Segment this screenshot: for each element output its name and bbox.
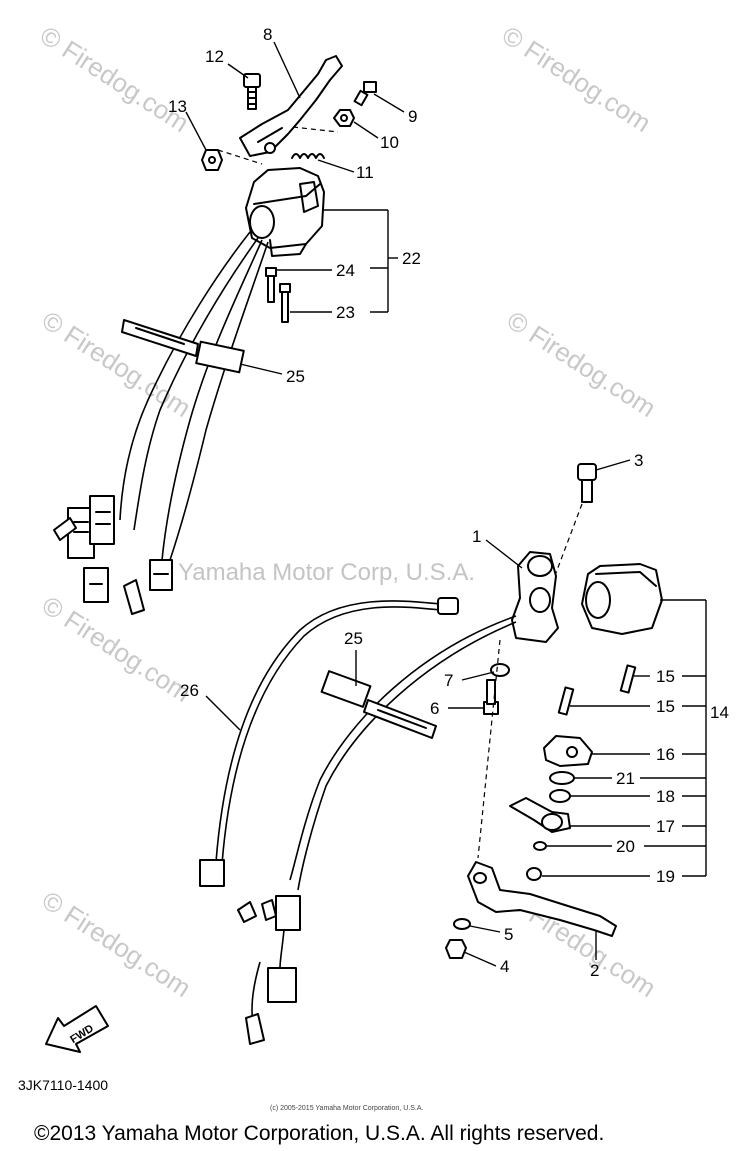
- screw-15-a: [619, 664, 637, 694]
- part-17: [509, 797, 571, 833]
- watermark: © Firedog.com: [37, 885, 197, 1003]
- nut-4: [445, 939, 467, 959]
- callout-12: 12: [205, 47, 224, 66]
- screw-15-b: [557, 686, 575, 716]
- callout-2: 2: [590, 961, 599, 980]
- leader-lines: [185, 41, 707, 967]
- watermark: © Firedog.com: [497, 20, 657, 138]
- footer-copyright: ©2013 Yamaha Motor Corporation, U.S.A. A…: [34, 1122, 604, 1145]
- callout-25-upper: 25: [286, 367, 305, 386]
- callout-1: 1: [472, 527, 481, 546]
- nut-10: [333, 109, 355, 127]
- callout-14: 14: [710, 703, 729, 722]
- callout-15-a: 15: [656, 667, 675, 686]
- callout-10: 10: [380, 133, 399, 152]
- screw-24: [265, 267, 277, 303]
- diagram-code: 3JK7110-1400: [18, 1077, 108, 1093]
- callout-20: 20: [616, 837, 635, 856]
- callout-3: 3: [634, 451, 643, 470]
- screw-9: [353, 81, 377, 107]
- callout-22: 22: [402, 249, 421, 268]
- bolt-6: [483, 679, 499, 715]
- washer-7: [490, 663, 510, 677]
- lower-harness: [237, 615, 517, 1045]
- callout-26: 26: [180, 681, 199, 700]
- watermark-layer: © Firedog.com © Firedog.com © Firedog.co…: [35, 20, 662, 1003]
- nut-13: [201, 149, 223, 171]
- callout-23: 23: [336, 303, 355, 322]
- callout-labels: 8 12 13 9 10 11 22 24 23 25 3 1 25 26 7 …: [168, 25, 729, 980]
- part-5: [453, 918, 471, 930]
- callout-13: 13: [168, 97, 187, 116]
- handlebar-switch-22: [245, 167, 325, 257]
- callout-4: 4: [500, 957, 509, 976]
- brake-lever-2: [467, 861, 617, 937]
- washer-18: [549, 789, 571, 803]
- cable-26: [199, 597, 459, 887]
- part-16: [543, 735, 593, 767]
- master-cylinder-1: [511, 551, 559, 643]
- washer-21: [549, 771, 575, 785]
- spring-11: [291, 153, 325, 159]
- switch-harness: [53, 231, 269, 615]
- fwd-arrow: FWD: [45, 1005, 109, 1053]
- callout-21: 21: [616, 769, 635, 788]
- callout-5: 5: [504, 925, 513, 944]
- bolt-3: [577, 463, 597, 503]
- callout-11: 11: [356, 163, 374, 182]
- callout-18: 18: [656, 787, 675, 806]
- callout-24: 24: [336, 261, 355, 280]
- callout-9: 9: [408, 107, 417, 126]
- upper-assembly: [53, 55, 377, 615]
- watermark: © Firedog.com: [37, 590, 197, 708]
- watermark-center: Yamaha Motor Corp, U.S.A.: [178, 559, 475, 586]
- callout-15-b: 15: [656, 697, 675, 716]
- cable-tie-25-lower: [320, 670, 437, 739]
- handlebar-switch-14: [581, 563, 663, 635]
- callout-17: 17: [656, 817, 675, 836]
- watermark: © Firedog.com: [502, 305, 662, 423]
- watermark: © Firedog.com: [35, 20, 195, 138]
- watermark: © Firedog.com: [37, 305, 197, 423]
- callout-19: 19: [656, 867, 675, 886]
- screw-23: [279, 283, 291, 323]
- washer-20: [533, 841, 547, 851]
- callout-7: 7: [444, 671, 453, 690]
- callout-6: 6: [430, 699, 439, 718]
- clutch-lever-8: [239, 55, 343, 157]
- callout-16: 16: [656, 745, 675, 764]
- screw-19: [526, 867, 542, 881]
- bolt-12: [243, 73, 261, 110]
- lower-assembly: [199, 463, 663, 1045]
- callout-25-lower: 25: [344, 629, 363, 648]
- callout-8: 8: [263, 25, 272, 44]
- small-copyright: (c) 2005-2015 Yamaha Motor Corporation, …: [270, 1105, 423, 1112]
- cable-tie-25-upper: [121, 319, 245, 374]
